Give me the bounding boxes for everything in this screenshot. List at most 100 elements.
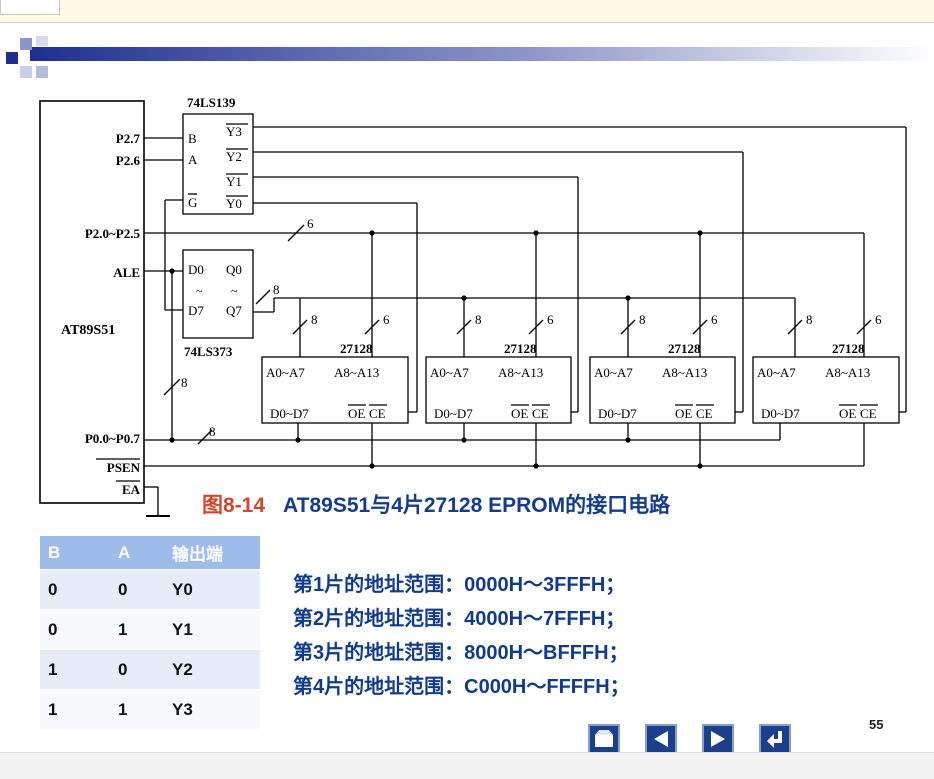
svg-text:OE: OE: [675, 406, 692, 421]
table-cell: 1: [40, 649, 110, 690]
figure-number: 图8-14: [202, 494, 266, 517]
address-range-chip-2: 第2片的地址范围：4000H～7FFFH；: [293, 608, 626, 630]
svg-text:CE: CE: [369, 406, 386, 421]
slide-header-decoration: [6, 36, 934, 78]
top-toolbar: [0, 0, 934, 23]
decoder-pin-y3: Y3: [226, 124, 242, 139]
figure-title: AT89S51与4片27128 EPROM的接口电路: [283, 494, 671, 517]
decoder-truth-table: B A 输出端 0 0 Y0 0 1 Y1 1 0 Y2 1 1 Y3: [40, 536, 260, 729]
table-cell: 0: [40, 609, 110, 650]
address-range-chip-3: 第3片的地址范围：8000H～BFFFH；: [293, 642, 629, 664]
bus-width-label: 6: [307, 216, 314, 231]
table-cell: 0: [110, 649, 164, 690]
svg-text:8: 8: [806, 312, 813, 327]
svg-text:27128: 27128: [668, 341, 701, 356]
return-button[interactable]: [759, 724, 791, 754]
svg-text:8: 8: [475, 312, 482, 327]
bus-width-label: 8: [181, 375, 188, 390]
latch-range-right: ~: [231, 284, 238, 298]
eprom-chip-2: 27128 A0~A7 A8~A13 D0~D7 OE CE 8 6: [425, 312, 572, 424]
svg-text:6: 6: [711, 312, 718, 327]
table-cell: 0: [110, 569, 164, 610]
next-icon: [711, 731, 725, 747]
svg-text:D0~D7: D0~D7: [598, 406, 637, 421]
latch-range-left: ~: [196, 284, 203, 298]
prev-icon: [654, 731, 668, 747]
pin-psen: PSEN: [107, 460, 141, 475]
svg-text:A8~A13: A8~A13: [498, 365, 543, 380]
toolbar-tab[interactable]: [0, 0, 60, 15]
decoder-pin-y1: Y1: [226, 174, 242, 189]
previous-button[interactable]: [645, 724, 677, 754]
svg-text:6: 6: [383, 312, 390, 327]
mcu-label: AT89S51: [61, 323, 115, 338]
svg-text:D0~D7: D0~D7: [761, 406, 800, 421]
svg-text:D0~D7: D0~D7: [434, 406, 473, 421]
mcu-block: [39, 100, 145, 504]
table-cell: 1: [40, 689, 110, 729]
svg-text:27128: 27128: [340, 341, 373, 356]
pin-ea: EA: [122, 482, 141, 497]
svg-text:27128: 27128: [504, 341, 537, 356]
table-row: 0 1 Y1: [40, 609, 260, 650]
svg-text:A0~A7: A0~A7: [594, 365, 633, 380]
table-cell: Y0: [164, 569, 260, 610]
svg-text:CE: CE: [860, 406, 877, 421]
table-row: 1 1 Y3: [40, 689, 260, 729]
svg-text:6: 6: [875, 312, 882, 327]
latch-block: [182, 249, 254, 339]
table-cell: 0: [40, 569, 110, 610]
interface-circuit-diagram: AT89S51 P2.7 P2.6 P2.0~P2.5 ALE P0.0~P0.…: [39, 95, 907, 517]
svg-text:OE: OE: [348, 406, 365, 421]
home-button[interactable]: [588, 724, 620, 754]
decoder-block: [182, 113, 254, 215]
svg-text:A8~A13: A8~A13: [662, 365, 707, 380]
svg-text:A0~A7: A0~A7: [757, 365, 796, 380]
table-cell: 1: [110, 689, 164, 729]
decoder-pin-y0: Y0: [226, 196, 242, 211]
eprom-chip-1: 27128 A0~A7 A8~A13 D0~D7 OE CE 8 6: [261, 312, 409, 424]
table-cell: Y3: [164, 689, 260, 729]
eprom-chip-4: 27128 A0~A7 A8~A13 D0~D7 OE CE 8 6: [752, 312, 900, 424]
decoder-pin-a: A: [188, 152, 198, 167]
address-range-list: 第1片的地址范围：0000H～3FFFH； 第2片的地址范围：4000H～7FF…: [293, 568, 630, 704]
svg-text:8: 8: [639, 312, 646, 327]
figure-caption: 图8-14 AT89S51与4片27128 EPROM的接口电路: [202, 489, 670, 519]
latch-label: 74LS373: [184, 344, 233, 359]
table-header-row: B A 输出端: [40, 536, 260, 570]
svg-text:A8~A13: A8~A13: [825, 365, 870, 380]
table-header-a: A: [110, 536, 164, 570]
table-cell: Y2: [164, 649, 260, 690]
svg-text:A8~A13: A8~A13: [334, 365, 379, 380]
table-cell: 1: [110, 609, 164, 650]
latch-pin-d0: D0: [188, 262, 204, 277]
bus-width-label: 8: [209, 424, 216, 439]
next-button[interactable]: [702, 724, 734, 754]
latch-pin-d7: D7: [188, 303, 204, 318]
table-header-b: B: [40, 536, 110, 570]
address-range-chip-4: 第4片的地址范围：C000H～FFFFH；: [293, 676, 630, 698]
latch-pin-q0: Q0: [226, 262, 242, 277]
home-icon: [595, 730, 613, 747]
pin-p00-07: P0.0~P0.7: [85, 431, 141, 446]
latch-pin-q7: Q7: [226, 303, 242, 318]
pin-p26: P2.6: [116, 153, 141, 168]
pin-p20-25: P2.0~P2.5: [85, 226, 141, 241]
bus-width-label: 8: [273, 282, 280, 297]
svg-text:CE: CE: [696, 406, 713, 421]
svg-text:D0~D7: D0~D7: [270, 406, 309, 421]
return-icon: [767, 731, 782, 748]
bottom-status-bar: [0, 752, 934, 779]
svg-text:6: 6: [547, 312, 554, 327]
pin-p27: P2.7: [116, 131, 141, 146]
svg-text:8: 8: [311, 312, 318, 327]
table-header-output: 输出端: [164, 536, 260, 570]
page-number: 55: [869, 717, 884, 732]
svg-text:A0~A7: A0~A7: [430, 365, 469, 380]
decoder-pin-b: B: [188, 131, 197, 146]
eprom-chip-3: 27128 A0~A7 A8~A13 D0~D7 OE CE 8 6: [589, 312, 736, 424]
svg-text:27128: 27128: [832, 341, 865, 356]
svg-text:OE: OE: [511, 406, 528, 421]
decoder-label: 74LS139: [187, 95, 236, 110]
svg-text:A0~A7: A0~A7: [266, 365, 305, 380]
